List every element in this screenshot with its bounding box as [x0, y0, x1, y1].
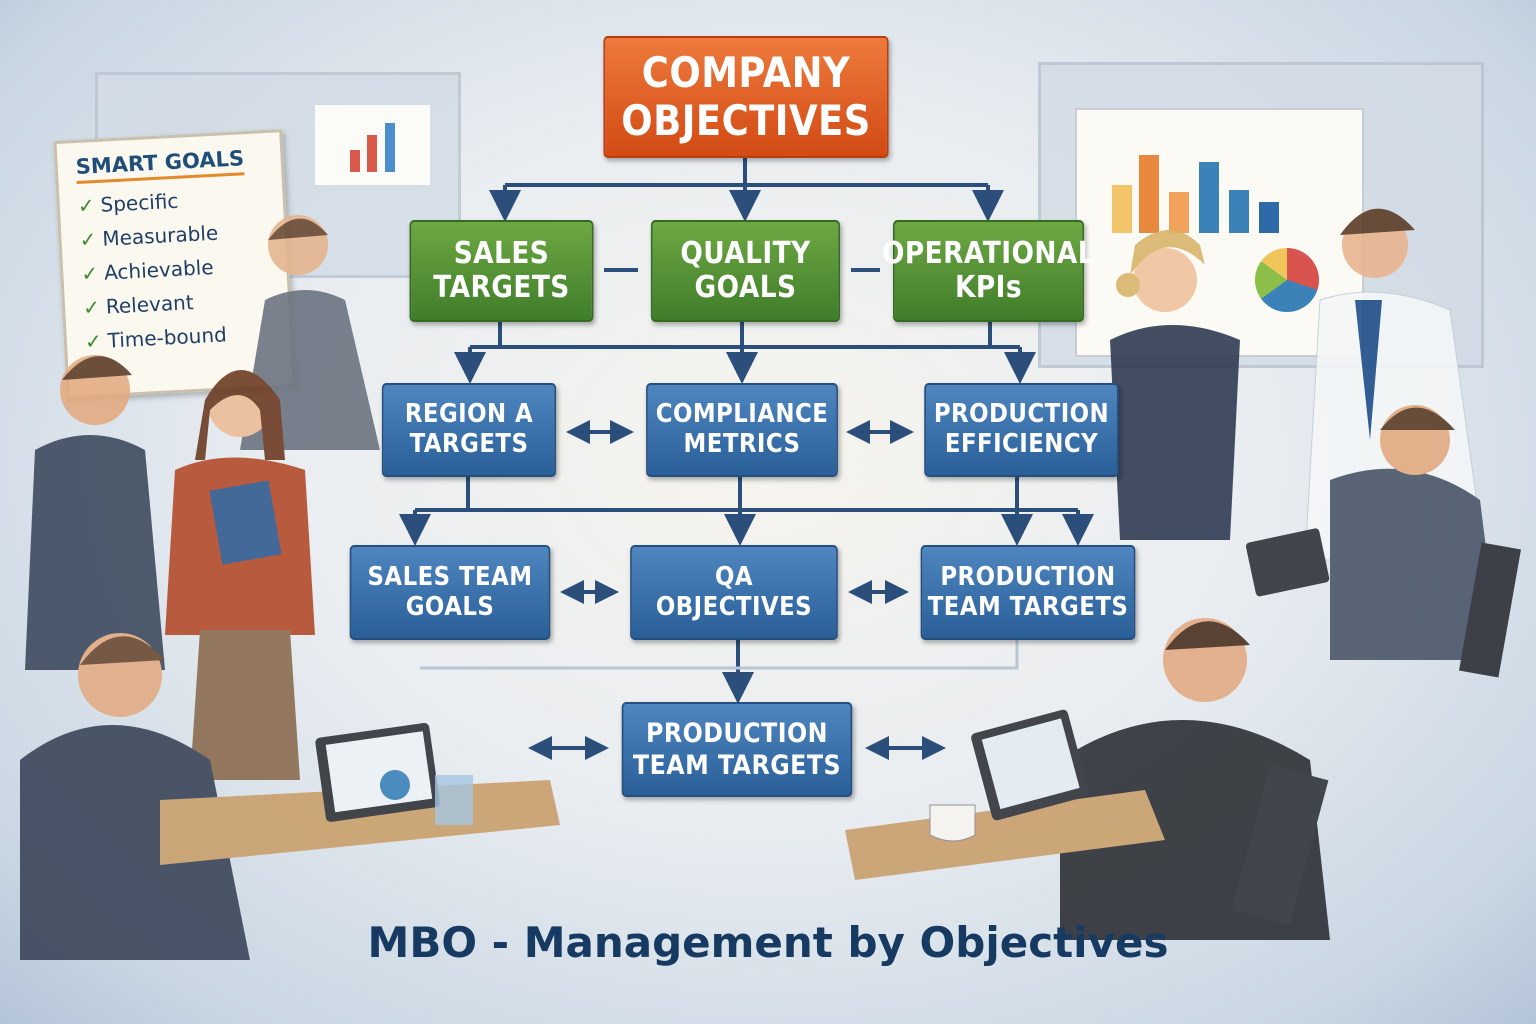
quality-goals-box[interactable]: QUALITY GOALS: [650, 220, 841, 322]
wall-chart-left: [315, 105, 430, 185]
operational-kpis-box[interactable]: OPERATIONAL KPIs: [882, 220, 1095, 322]
company-objectives-box[interactable]: COMPANY OBJECTIVES: [603, 36, 889, 158]
production-efficiency-box[interactable]: PRODUCTION EFFICIENCY: [924, 383, 1119, 477]
production-team-targets-box[interactable]: PRODUCTION TEAM TARGETS: [920, 545, 1136, 640]
pie-chart: [1255, 248, 1319, 312]
bar-chart-board: [1075, 108, 1364, 357]
sales-targets-box[interactable]: SALES TARGETS: [409, 220, 594, 322]
compliance-metrics-box[interactable]: COMPLIANCE METRICS: [646, 383, 838, 477]
sales-team-goals-box[interactable]: SALES TEAM GOALS: [349, 545, 551, 640]
caption-title: MBO - Management by Objectives: [367, 918, 1169, 967]
qa-objectives-box[interactable]: QA OBJECTIVES: [630, 545, 838, 640]
region-a-targets-box[interactable]: REGION A TARGETS: [381, 383, 557, 477]
production-team-targets-bottom-box[interactable]: PRODUCTION TEAM TARGETS: [621, 702, 853, 797]
